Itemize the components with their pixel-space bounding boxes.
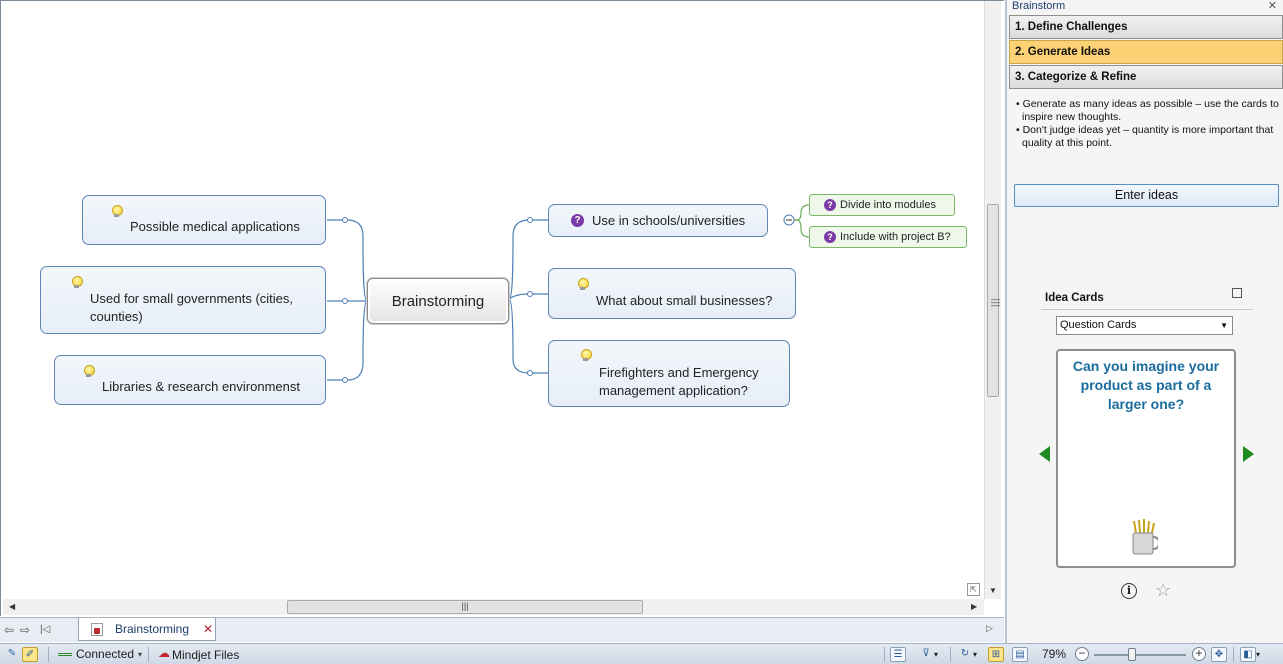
- zoom-in-icon[interactable]: +: [1192, 647, 1206, 661]
- tab-brainstorming[interactable]: Brainstorming ✕: [78, 618, 216, 641]
- zoom-slider-thumb[interactable]: [1128, 648, 1136, 661]
- pane-title: Brainstorm: [1012, 0, 1066, 12]
- question-icon: ?: [824, 199, 836, 211]
- topic-label: Used for small governments (cities, coun…: [90, 291, 294, 324]
- mug-icon: [1132, 519, 1158, 555]
- topic-medical[interactable]: Possible medical applications: [82, 195, 326, 245]
- zoom-level: 79%: [1042, 647, 1067, 661]
- popout-icon[interactable]: [1232, 288, 1242, 298]
- lightbulb-icon: [83, 365, 95, 377]
- subtopic-include-project-b[interactable]: ? Include with project B?: [809, 226, 967, 248]
- guidance-item: • Generate as many ideas as possible – u…: [1016, 98, 1279, 123]
- info-icon[interactable]: i: [1121, 583, 1137, 599]
- idea-cards-title: Idea Cards: [1045, 292, 1104, 304]
- mindjet-files-icon: ☁: [158, 646, 170, 660]
- lightbulb-icon: [71, 276, 83, 288]
- panel-toggle-icon[interactable]: ◧▾: [1240, 647, 1260, 662]
- map-canvas[interactable]: Possible medical applications Used for s…: [0, 0, 1004, 616]
- subtopic-label: Include with project B?: [840, 231, 951, 243]
- idea-card: Can you imagine your product as part of …: [1056, 349, 1236, 568]
- chevron-down-icon: ▼: [1220, 321, 1228, 330]
- guidance-text: • Generate as many ideas as possible – u…: [1007, 90, 1283, 150]
- pen-icon[interactable]: ✎: [7, 648, 17, 659]
- tab-label: Brainstorming: [115, 622, 190, 636]
- star-icon[interactable]: ☆: [1155, 580, 1172, 600]
- filter-icon[interactable]: ⊽▾: [922, 648, 939, 659]
- back-arrow-icon[interactable]: ⇦: [4, 623, 15, 637]
- lightbulb-icon: [577, 278, 589, 290]
- enter-ideas-button[interactable]: Enter ideas: [1014, 184, 1279, 207]
- zoom-out-icon[interactable]: −: [1075, 647, 1089, 661]
- connection-status[interactable]: Connected ▾: [58, 647, 142, 661]
- horizontal-scrollbar[interactable]: ◀ ||| ▶: [3, 599, 984, 615]
- step-generate-ideas[interactable]: 2. Generate Ideas: [1009, 40, 1283, 64]
- status-bar: ✎ ✐ Connected ▾ ☁ Mindjet Files ☰ ⊽▾ ↻▾ …: [0, 643, 1283, 664]
- mindmap-document-icon: [91, 622, 103, 636]
- connection-icon: [58, 652, 72, 656]
- topic-libraries[interactable]: Libraries & research environmenst: [54, 355, 326, 405]
- topic-schools[interactable]: ? Use in schools/universities: [548, 204, 768, 237]
- scroll-down-arrow-icon[interactable]: ▼: [989, 586, 997, 595]
- document-tab-strip: ⇦ ⇨ |◁ Brainstorming ✕ ▷: [0, 617, 1004, 642]
- central-topic-label: Brainstorming: [391, 292, 485, 310]
- tab-scroll-left-icon[interactable]: |◁: [40, 624, 51, 635]
- pane-header: Brainstorm ✕: [1007, 0, 1283, 13]
- forward-arrow-icon[interactable]: ⇨: [20, 623, 31, 637]
- brainstorm-pane: Brainstorm ✕ 1. Define Challenges 2. Gen…: [1005, 0, 1283, 643]
- topic-label: What about small businesses?: [596, 292, 773, 308]
- fit-map-icon[interactable]: ⇱: [967, 583, 980, 596]
- guidance-item: • Don't judge ideas yet – quantity is mo…: [1016, 124, 1274, 149]
- subtopic-divide-modules[interactable]: ? Divide into modules: [809, 194, 955, 216]
- topic-governments[interactable]: Used for small governments (cities, coun…: [40, 266, 326, 334]
- page-view-icon[interactable]: ▤: [1012, 647, 1028, 662]
- refresh-icon[interactable]: ↻▾: [960, 648, 978, 659]
- card-type-value: Question Cards: [1060, 319, 1137, 331]
- lightbulb-icon: [580, 349, 592, 361]
- outline-view-icon[interactable]: ☰: [890, 647, 906, 662]
- topic-label: Firefighters and Emergency management ap…: [599, 364, 759, 398]
- fit-page-icon[interactable]: ✥: [1211, 647, 1227, 662]
- topic-small-businesses[interactable]: What about small businesses?: [548, 268, 796, 319]
- close-pane-icon[interactable]: ✕: [1267, 0, 1277, 12]
- mindjet-files-label: Mindjet Files: [172, 647, 240, 662]
- zoom-slider[interactable]: [1094, 654, 1186, 656]
- vertical-scroll-thumb[interactable]: ―――: [987, 204, 1000, 397]
- previous-card-icon[interactable]: [1039, 446, 1050, 462]
- scroll-grip-icon: ―――: [991, 294, 1000, 310]
- connection-label: Connected: [76, 647, 135, 661]
- divider: [1041, 309, 1253, 310]
- mindjet-files-button[interactable]: ☁ Mindjet Files: [156, 647, 239, 662]
- horizontal-scroll-thumb[interactable]: |||: [287, 600, 643, 614]
- step-categorize-refine[interactable]: 3. Categorize & Refine: [1009, 65, 1283, 89]
- card-type-select[interactable]: Question Cards ▼: [1056, 316, 1233, 335]
- lightbulb-icon: [111, 205, 123, 217]
- scroll-left-arrow-icon[interactable]: ◀: [9, 602, 16, 611]
- question-icon: ?: [824, 231, 836, 243]
- map-view-icon[interactable]: ⊞: [988, 647, 1004, 662]
- subtopic-label: Divide into modules: [840, 199, 936, 211]
- tab-scroll-right-icon[interactable]: ▷: [986, 623, 993, 633]
- topic-label: Possible medical applications: [130, 219, 300, 234]
- scroll-right-arrow-icon[interactable]: ▶: [971, 602, 978, 611]
- central-topic[interactable]: Brainstorming: [367, 278, 509, 324]
- step-define-challenges[interactable]: 1. Define Challenges: [1009, 15, 1283, 39]
- vertical-scrollbar[interactable]: ――― ▼: [984, 1, 1001, 599]
- topic-label: Libraries & research environmenst: [102, 379, 300, 394]
- close-tab-icon[interactable]: ✕: [203, 622, 214, 636]
- highlighter-icon[interactable]: ✐: [22, 647, 38, 662]
- card-question: Can you imagine your product as part of …: [1072, 358, 1220, 412]
- topic-label: Use in schools/universities: [592, 212, 746, 228]
- next-card-icon[interactable]: [1243, 446, 1254, 462]
- question-icon: ?: [571, 214, 584, 227]
- topic-firefighters[interactable]: Firefighters and Emergency management ap…: [548, 340, 790, 407]
- topic-connectors: [327, 204, 810, 383]
